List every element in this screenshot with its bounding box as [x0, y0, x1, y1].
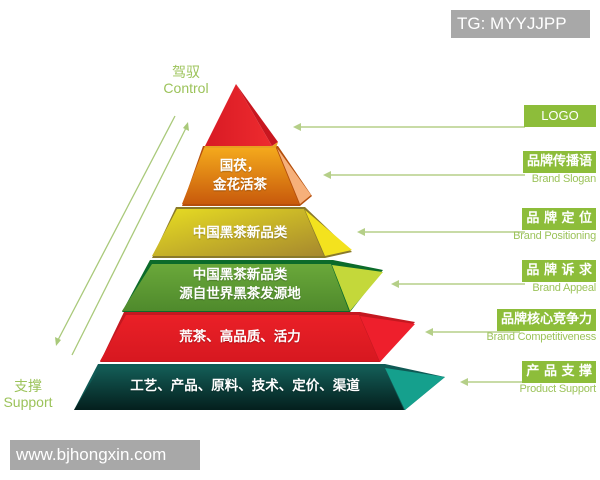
layer-orange-text: 国茯， 金花活茶 [190, 157, 290, 195]
watermark-top: TG: MYYJJPP [451, 10, 590, 38]
pyramid-layer-green [122, 260, 383, 312]
tag-brand-positioning-box: 品 牌 定 位 [522, 208, 596, 230]
tag-brand-competitiveness-box: 品牌核心竞争力 [496, 309, 596, 331]
tag-product-support-en: Product Support [519, 383, 597, 395]
control-label: 驾驭 Control [150, 66, 222, 95]
tag-brand-competitiveness: 品牌核心竞争力 Brand Competitiveness [486, 308, 596, 343]
pyramid-layer-tip [204, 84, 278, 148]
support-label-en: Support [3, 393, 53, 410]
tag-product-support-box: 产 品 支 撑 [522, 361, 596, 383]
tag-brand-appeal: 品 牌 诉 求 Brand Appeal [522, 259, 596, 294]
layer-green-line-2: 源自世界黑茶发源地 [179, 286, 301, 302]
layer-yellow-line-1: 中国黑茶新品类 [192, 225, 288, 241]
layer-teal-text: 工艺、产品、原料、技术、定价、渠道 [100, 377, 390, 396]
layer-teal-line-1: 工艺、产品、原料、技术、定价、渠道 [130, 378, 360, 394]
connector-lines [298, 126, 525, 383]
watermark-bottom: www.bjhongxin.com [10, 440, 200, 470]
pyramid-layer-red [100, 312, 415, 362]
connector-arrowheads [293, 123, 468, 386]
control-label-en: Control [163, 79, 209, 96]
tag-product-support: 产 品 支 撑 Product Support [519, 360, 597, 395]
layer-red-line-1: 荒茶、高品质、活力 [179, 329, 301, 345]
layer-green-line-1: 中国黑茶新品类 [192, 267, 288, 283]
tag-logo: LOGO [524, 105, 596, 127]
tag-logo-box: LOGO [524, 105, 596, 127]
pyramid-layer-yellow [152, 207, 352, 258]
tag-brand-appeal-box: 品 牌 诉 求 [522, 260, 596, 282]
control-support-arrows [55, 115, 189, 356]
pyramid-layer-orange [182, 146, 312, 206]
support-label: 支撑 Support [0, 380, 56, 409]
tag-brand-positioning-en: Brand Positioning [513, 230, 596, 242]
layer-red-text: 荒茶、高品质、活力 [130, 328, 350, 347]
tag-brand-slogan-box: 品牌传播语 [522, 151, 596, 173]
tag-brand-competitiveness-en: Brand Competitiveness [486, 331, 596, 343]
support-label-cn: 支撑 [14, 379, 42, 395]
tag-brand-positioning: 品 牌 定 位 Brand Positioning [513, 207, 596, 242]
pyramid-layer-teal [74, 364, 445, 410]
layer-orange-line-1: 国茯， [219, 158, 261, 174]
layer-orange-line-2: 金花活茶 [213, 177, 267, 193]
layer-yellow-text: 中国黑茶新品类 [160, 224, 320, 243]
tag-brand-slogan-en: Brand Slogan [531, 173, 596, 185]
layer-green-text: 中国黑茶新品类 源自世界黑茶发源地 [140, 266, 340, 304]
tag-brand-appeal-en: Brand Appeal [532, 282, 596, 294]
tag-brand-slogan: 品牌传播语 Brand Slogan [522, 150, 596, 185]
control-label-cn: 驾驭 [172, 65, 200, 81]
